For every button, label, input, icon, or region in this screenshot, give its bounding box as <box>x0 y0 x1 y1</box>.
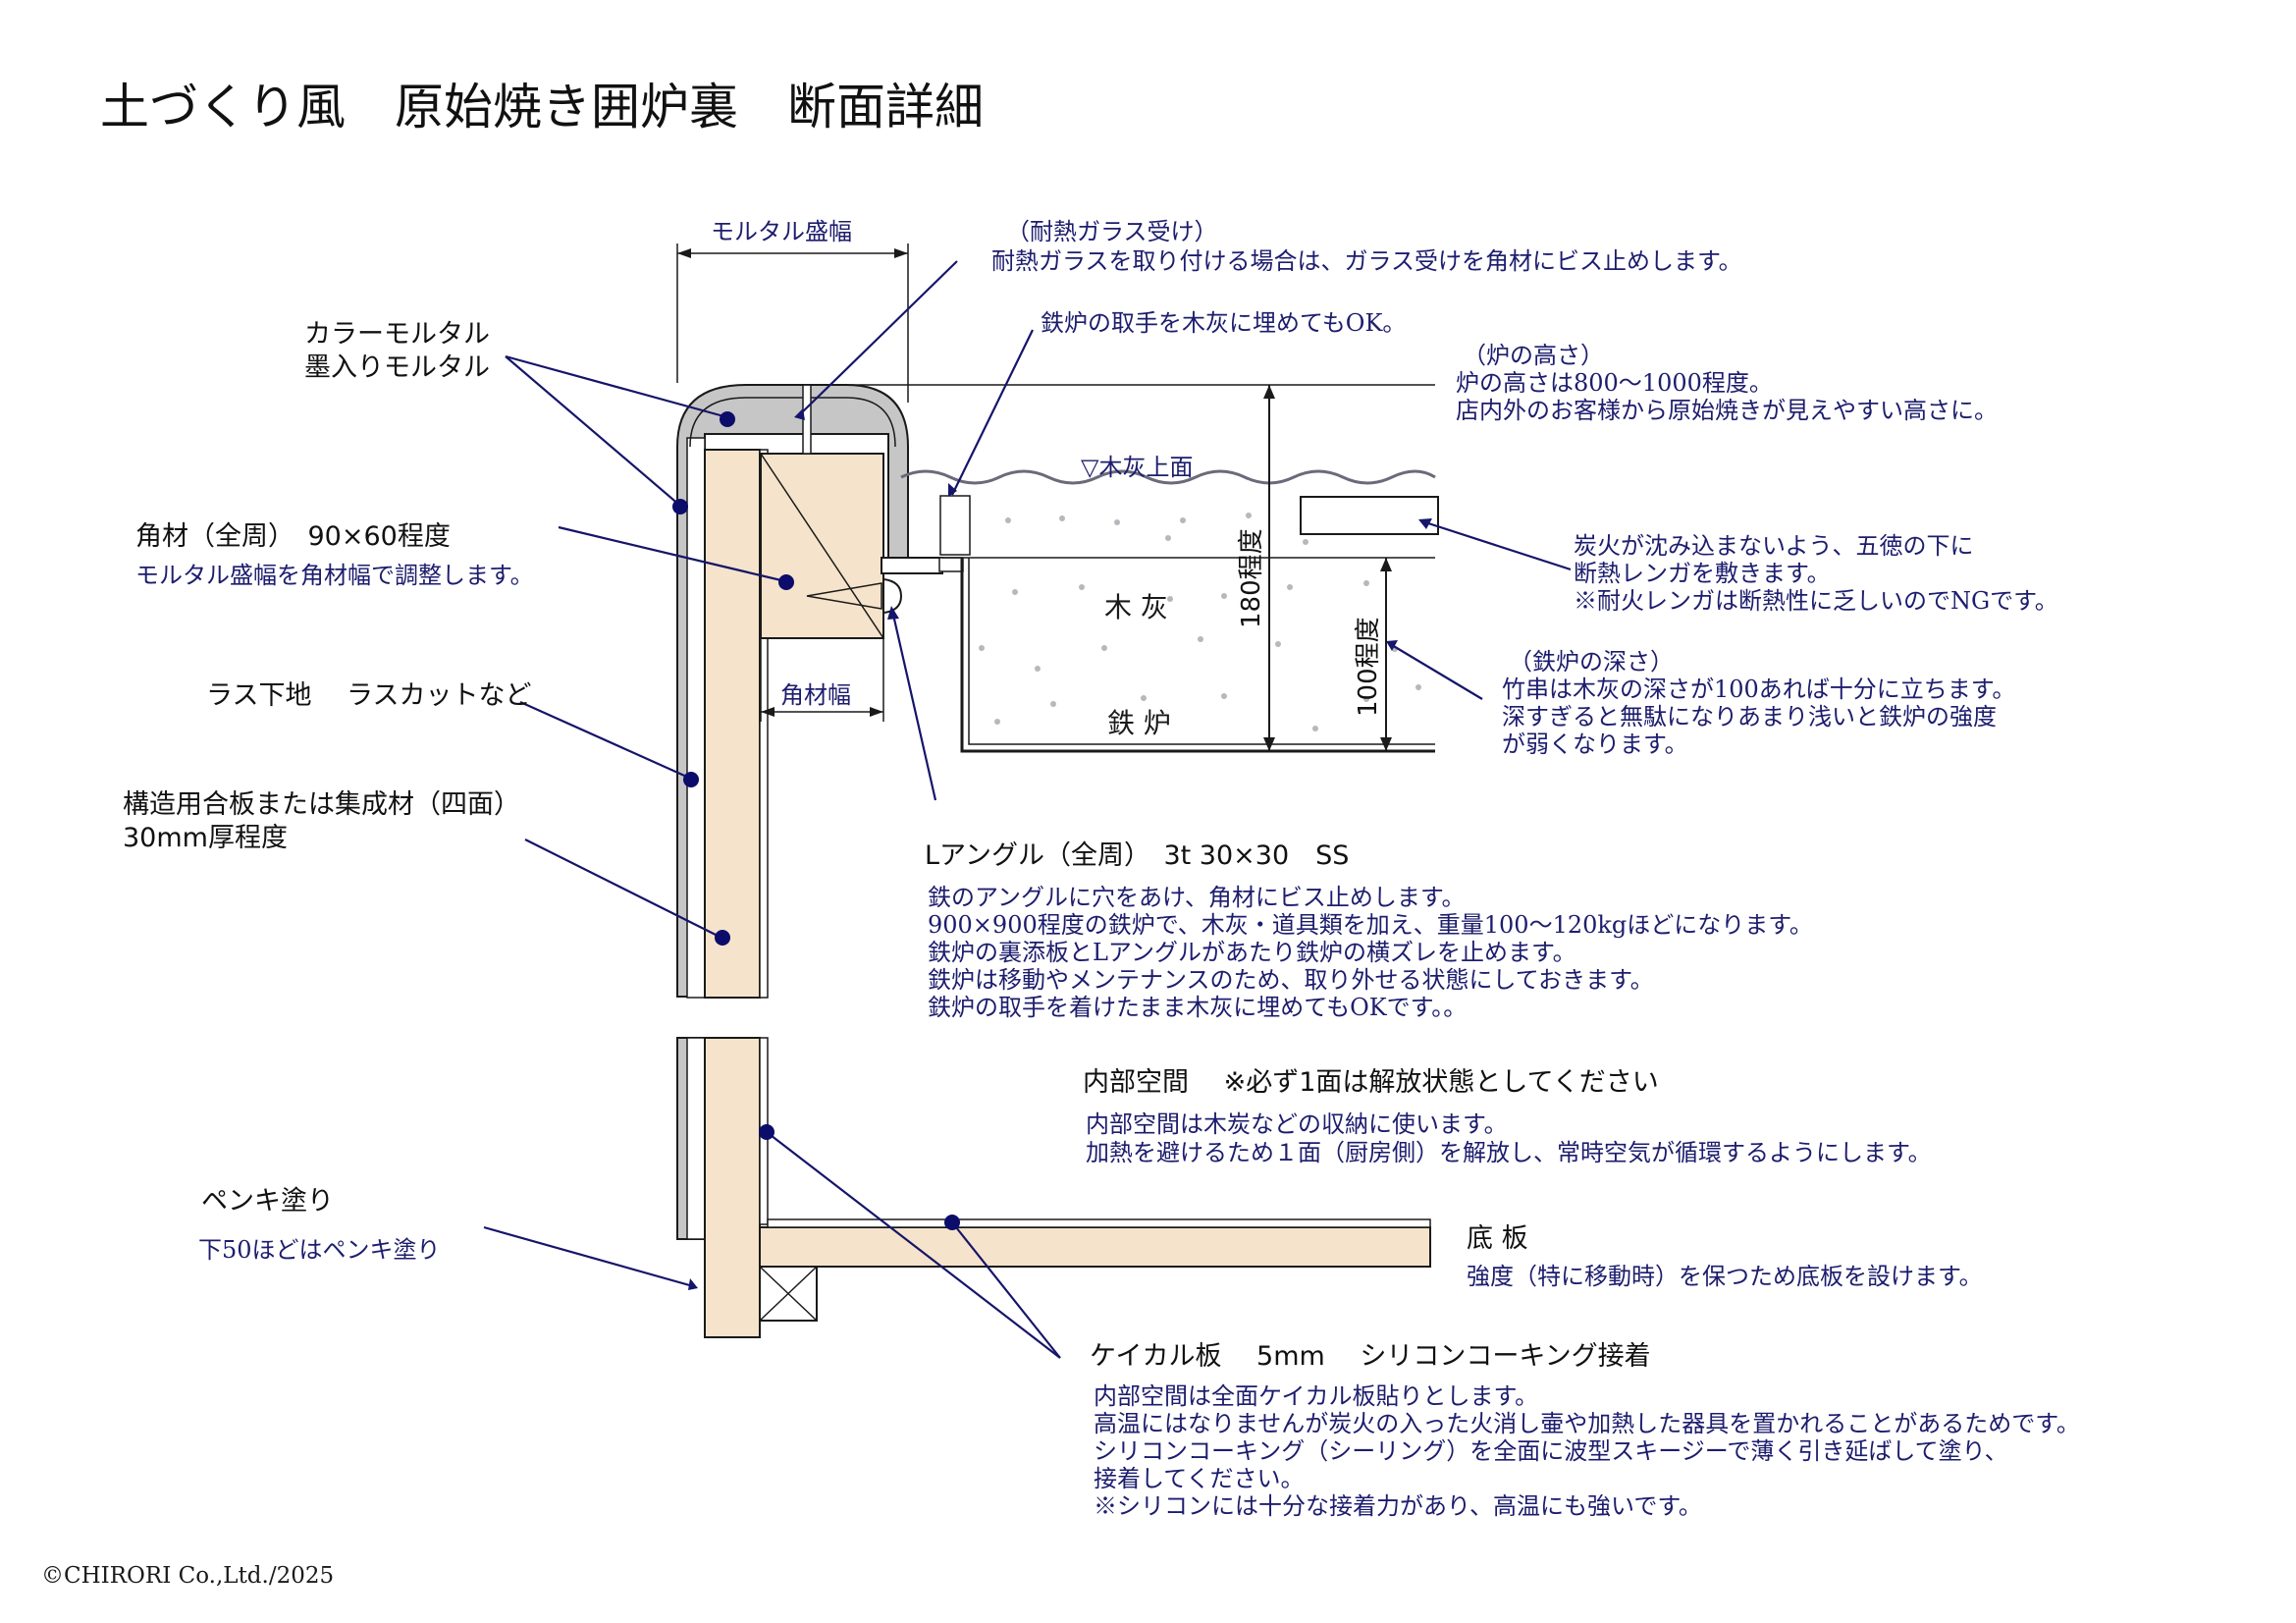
furnace-height-2: 炉の高さは800～1000程度。 <box>1456 369 1773 397</box>
lath-label: ラス下地 ラスカットなど <box>206 680 532 711</box>
bottom-board-title: 底 板 <box>1467 1223 1528 1254</box>
kakuzai-width-label: 角材幅 <box>780 681 851 709</box>
angle-line-2: 900×900程度の鉄炉で、木灰・道具類を加え、重量100～120kgほどになり… <box>928 911 1813 939</box>
l-angle <box>881 557 943 574</box>
furnace-handle <box>939 495 971 556</box>
depth-note-4: が弱くなります。 <box>1502 730 1688 758</box>
keical-line-3: シリコンコーキング（シーリング）を全面に波型スキージーで薄く引き延ばして塗り、 <box>1094 1437 2008 1465</box>
dim-180: 180程度 <box>1237 528 1266 628</box>
angle-bolt <box>882 577 903 615</box>
colored-mortar-label-1: カラーモルタル <box>304 319 490 350</box>
interior-title: 内部空間 ※必ず1面は解放状態としてください <box>1083 1067 1659 1098</box>
handle-note: 鉄炉の取手を木灰に埋めてもOK。 <box>1041 309 1406 337</box>
interior-line-1: 内部空間は木炭などの収納に使います。 <box>1086 1110 1508 1138</box>
angle-line-5: 鉄炉の取手を着けたまま木灰に埋めてもOKです。。 <box>928 994 1467 1021</box>
plywood-label-1: 構造用合板または集成材（四面） <box>123 789 520 820</box>
insulation-brick <box>1300 496 1439 535</box>
keical-line-1: 内部空間は全面ケイカル板貼りとします。 <box>1094 1382 1538 1410</box>
glass-desc: 耐熱ガラスを取り付ける場合は、ガラス受けを角材にビス止めします。 <box>991 247 1742 275</box>
brick-note-2: 断熱レンガを敷きます。 <box>1574 560 1831 587</box>
lath-board-lower <box>686 1037 706 1240</box>
leader-lines <box>483 260 1572 1359</box>
lath-board <box>686 437 706 999</box>
leader-dots <box>672 411 960 1230</box>
angle-line-1: 鉄のアングルに穴をあけ、角材にビス止めします。 <box>928 884 1465 911</box>
ash-dots <box>979 513 1421 731</box>
glass-title: （耐熱ガラス受け） <box>1006 218 1218 245</box>
mortar-width-label: モルタル盛幅 <box>711 218 852 245</box>
ash-surface-label: ▽木灰上面 <box>1081 454 1193 481</box>
dim-100: 100程度 <box>1354 617 1383 717</box>
interior-line-2: 加熱を避けるため１面（厨房側）を解放し、常時空気が循環するようにします。 <box>1086 1139 1932 1166</box>
bottom-board-desc: 強度（特に移動時）を保つため底板を設けます。 <box>1467 1263 1983 1290</box>
keical-line-2: 高温にはなりませんが炭火の入った火消し壷や加熱した器具を置かれることがあるためで… <box>1094 1410 2080 1437</box>
angle-title: Lアングル（全周） 3t 30×30 SS <box>925 840 1349 871</box>
ash-surface-line <box>900 469 1436 485</box>
brick-note-1: 炭火が沈み込まないよう、五徳の下に <box>1574 532 1974 560</box>
page-title: 土づくり風 原始焼き囲炉裏 断面詳細 <box>100 79 984 135</box>
plywood-label-2: 30mm厚程度 <box>123 823 288 853</box>
structural-plywood-lower <box>704 1037 761 1338</box>
iron-furnace-label: 鉄 炉 <box>1107 707 1171 739</box>
kakuzai-desc: モルタル盛幅を角材幅で調整します。 <box>135 562 534 589</box>
ash-label: 木 灰 <box>1104 591 1168 623</box>
angle-line-3: 鉄炉の裏添板とLアングルがあたり鉄炉の横ズレを止めます。 <box>928 939 1576 966</box>
keical-board-wall <box>759 449 769 999</box>
keical-line-4: 接着してください。 <box>1094 1465 1305 1492</box>
structural-plywood <box>704 449 761 999</box>
keical-line-5: ※シリコンには十分な接着力があり、高温にも強いです。 <box>1094 1492 1702 1520</box>
colored-mortar-label-2: 墨入りモルタル <box>304 352 490 383</box>
kakuzai-title: 角材（全周） 90×60程度 <box>135 521 451 552</box>
angle-line-4: 鉄炉は移動やメンテナンスのため、取り外せる状態にしておきます。 <box>928 966 1654 994</box>
depth-note-1: （鉄炉の深さ） <box>1509 648 1674 676</box>
depth-note-3: 深すぎると無駄になりあまり浅いと鉄炉の強度 <box>1502 703 1997 730</box>
depth-note-2: 竹串は木灰の深さが100あれば十分に立ちます。 <box>1502 676 2015 703</box>
bottom-board <box>759 1226 1431 1268</box>
furnace-height-3: 店内外のお客様から原始焼きが見えやすい高さに。 <box>1456 397 1998 424</box>
copyright: ©CHIRORI Co.,Ltd./2025 <box>41 1563 334 1589</box>
paint-title: ペンキ塗り <box>201 1186 334 1217</box>
keical-board-floor <box>767 1218 1431 1228</box>
paint-desc: 下50ほどはペンキ塗り <box>198 1236 441 1264</box>
furnace-height-1: （炉の高さ） <box>1463 342 1604 369</box>
keical-title: ケイカル板 5mm シリコンコーキング接着 <box>1090 1341 1651 1372</box>
iron-furnace <box>960 558 1435 753</box>
brick-note-3: ※耐火レンガは断熱性に乏しいのでNGです。 <box>1574 587 2058 615</box>
